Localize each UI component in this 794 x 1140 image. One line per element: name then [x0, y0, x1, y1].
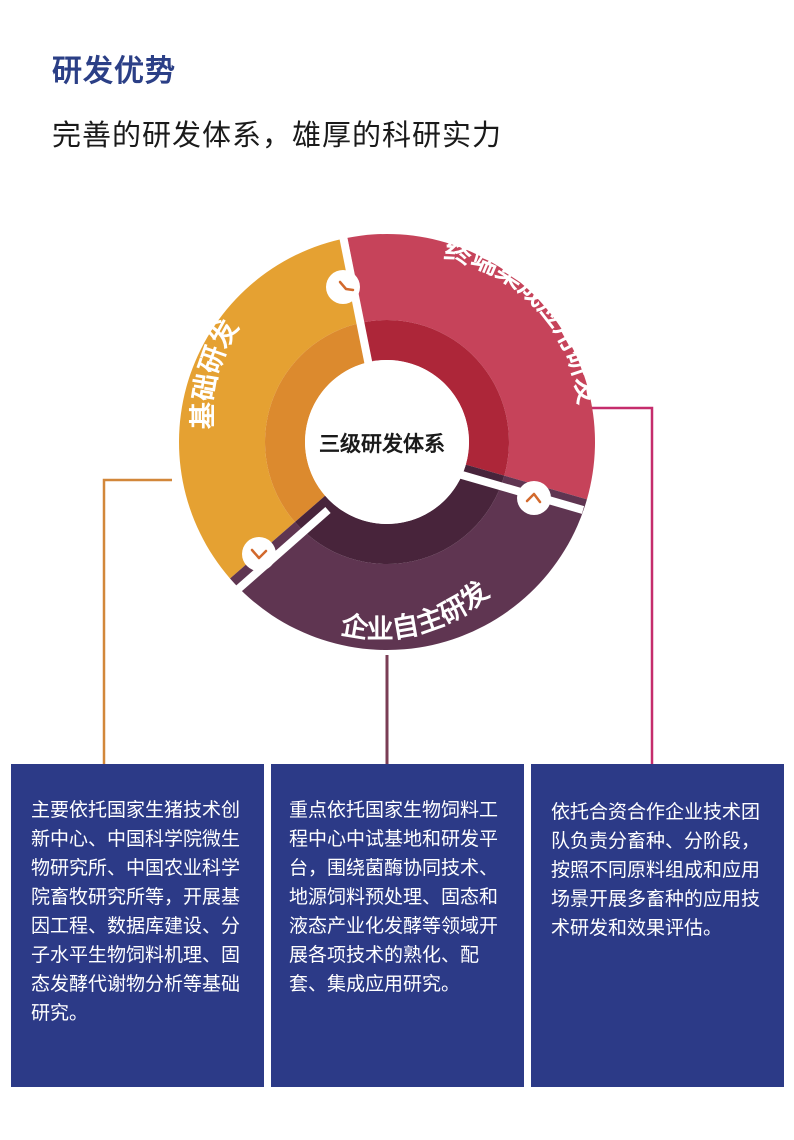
inner-segment-basic [265, 322, 372, 523]
description-box-terminal: 依托合资合作企业技术团队负责分畜种、分阶段，按照不同原料组成和应用场景开展多畜种… [531, 764, 784, 1087]
description-text: 重点依托国家生物饲料工程中心中试基地和研发平台，围绕菌酶协同技术、地源饲料预处理… [289, 799, 499, 995]
chevron-up-icon [525, 492, 542, 504]
description-text: 依托合资合作企业技术团队负责分畜种、分阶段，按照不同原料组成和应用场景开展多畜种… [551, 801, 761, 939]
segment-terminal-rd [347, 233, 595, 500]
connector-line-basic [102, 478, 172, 764]
segment-enterprise-rd [230, 475, 587, 650]
chevron-marker-top [326, 270, 360, 304]
section-title: 研发优势 [52, 54, 176, 89]
chevron-down-icon [250, 548, 268, 560]
description-text: 主要依托国家生猪技术创新中心、中国科学院微生物研究所、中国农业科学院畜牧研究所等… [31, 799, 241, 1024]
center-circle [305, 360, 469, 524]
inner-segment-enterprise [294, 464, 505, 564]
segment-divider [225, 506, 331, 602]
page-subtitle: 完善的研发体系，雄厚的科研实力 [52, 118, 503, 152]
description-box-enterprise: 重点依托国家生物饲料工程中心中试基地和研发平台，围绕菌酶协同技术、地源饲料预处理… [271, 764, 524, 1087]
segment-divider [339, 235, 373, 367]
segment-basic-rd [178, 237, 364, 579]
chevron-marker-right [517, 481, 551, 515]
connector-line-terminal [577, 406, 654, 764]
description-box-basic: 主要依托国家生猪技术创新中心、中国科学院微生物研究所、中国农业科学院畜牧研究所等… [11, 764, 264, 1087]
chevron-right-icon [338, 280, 355, 292]
inner-segment-terminal [363, 320, 509, 476]
chevron-marker-left [242, 537, 276, 571]
center-label: 三级研发体系 [319, 432, 445, 456]
